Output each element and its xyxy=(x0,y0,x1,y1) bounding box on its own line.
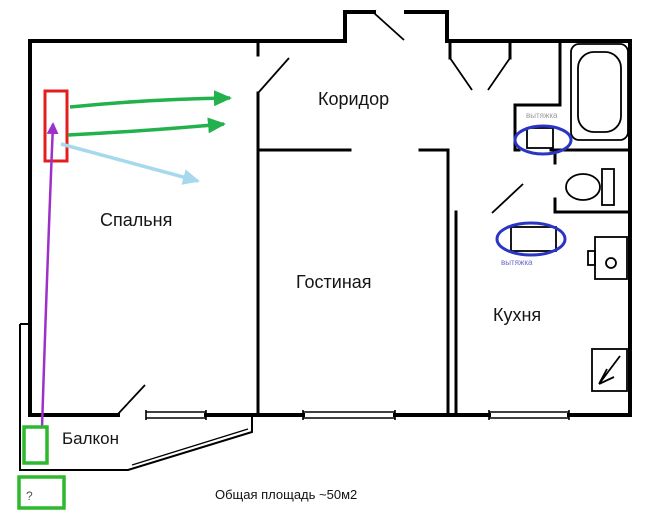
label-living-room: Гостиная xyxy=(296,272,372,292)
balcony-walls xyxy=(19,323,253,471)
door-leaves xyxy=(117,12,524,415)
bathtub-outer xyxy=(570,43,629,141)
balcony-outline xyxy=(19,323,253,471)
label-corridor: Коридор xyxy=(318,89,389,109)
closet-door-leaves xyxy=(449,57,511,91)
green-box-balcony xyxy=(22,425,49,465)
green-arrow-2 xyxy=(67,117,226,137)
vestibule-wall-stubs xyxy=(448,39,512,60)
stove-symbol xyxy=(598,355,621,385)
walls-inner xyxy=(256,39,632,417)
bedroom-door-leaf xyxy=(257,57,290,94)
windows xyxy=(145,410,570,420)
light-blue-arrow xyxy=(60,142,200,185)
kitchen-vent-box xyxy=(510,226,557,252)
blue-circle-bathroom-vent xyxy=(513,124,573,156)
balcony-door-leaf xyxy=(117,384,146,415)
kitchen-window xyxy=(488,410,570,420)
annotations xyxy=(17,89,573,510)
bathroom-vent-box xyxy=(526,127,554,149)
toilet-door-leaf xyxy=(491,183,524,214)
stove xyxy=(591,348,628,392)
balcony-inner-line xyxy=(131,428,249,466)
fixtures xyxy=(510,43,629,392)
bedroom-window xyxy=(145,410,207,420)
entrance-door-leaf xyxy=(373,12,405,41)
outer-wall-path xyxy=(28,10,632,417)
blue-circle-kitchen-vent xyxy=(495,221,567,257)
red-highlight-box xyxy=(43,89,69,163)
sink-side xyxy=(587,250,596,266)
walls-outer xyxy=(28,10,632,417)
living-room-window xyxy=(302,410,396,420)
caption-total-area: Общая площадь ~50м2 xyxy=(215,487,357,502)
bathroom-walls xyxy=(513,39,632,152)
question-mark: ? xyxy=(26,489,33,503)
purple-arrow xyxy=(40,122,59,429)
toilet-bowl xyxy=(565,173,601,201)
sink-drain xyxy=(605,257,617,269)
label-kitchen: Кухня xyxy=(493,305,541,325)
bathtub-inner xyxy=(577,51,622,133)
toilet-tank xyxy=(601,168,615,206)
label-bathroom-vent: вытяжка xyxy=(526,111,558,120)
toilet-walls xyxy=(553,148,632,214)
label-bedroom: Спальня xyxy=(100,210,172,230)
living-room-walls xyxy=(256,148,450,417)
green-box-question xyxy=(17,475,66,510)
label-balcony: Балкон xyxy=(62,429,119,448)
green-arrow-1 xyxy=(69,90,232,109)
label-kitchen-vent: вытяжка xyxy=(501,258,533,267)
